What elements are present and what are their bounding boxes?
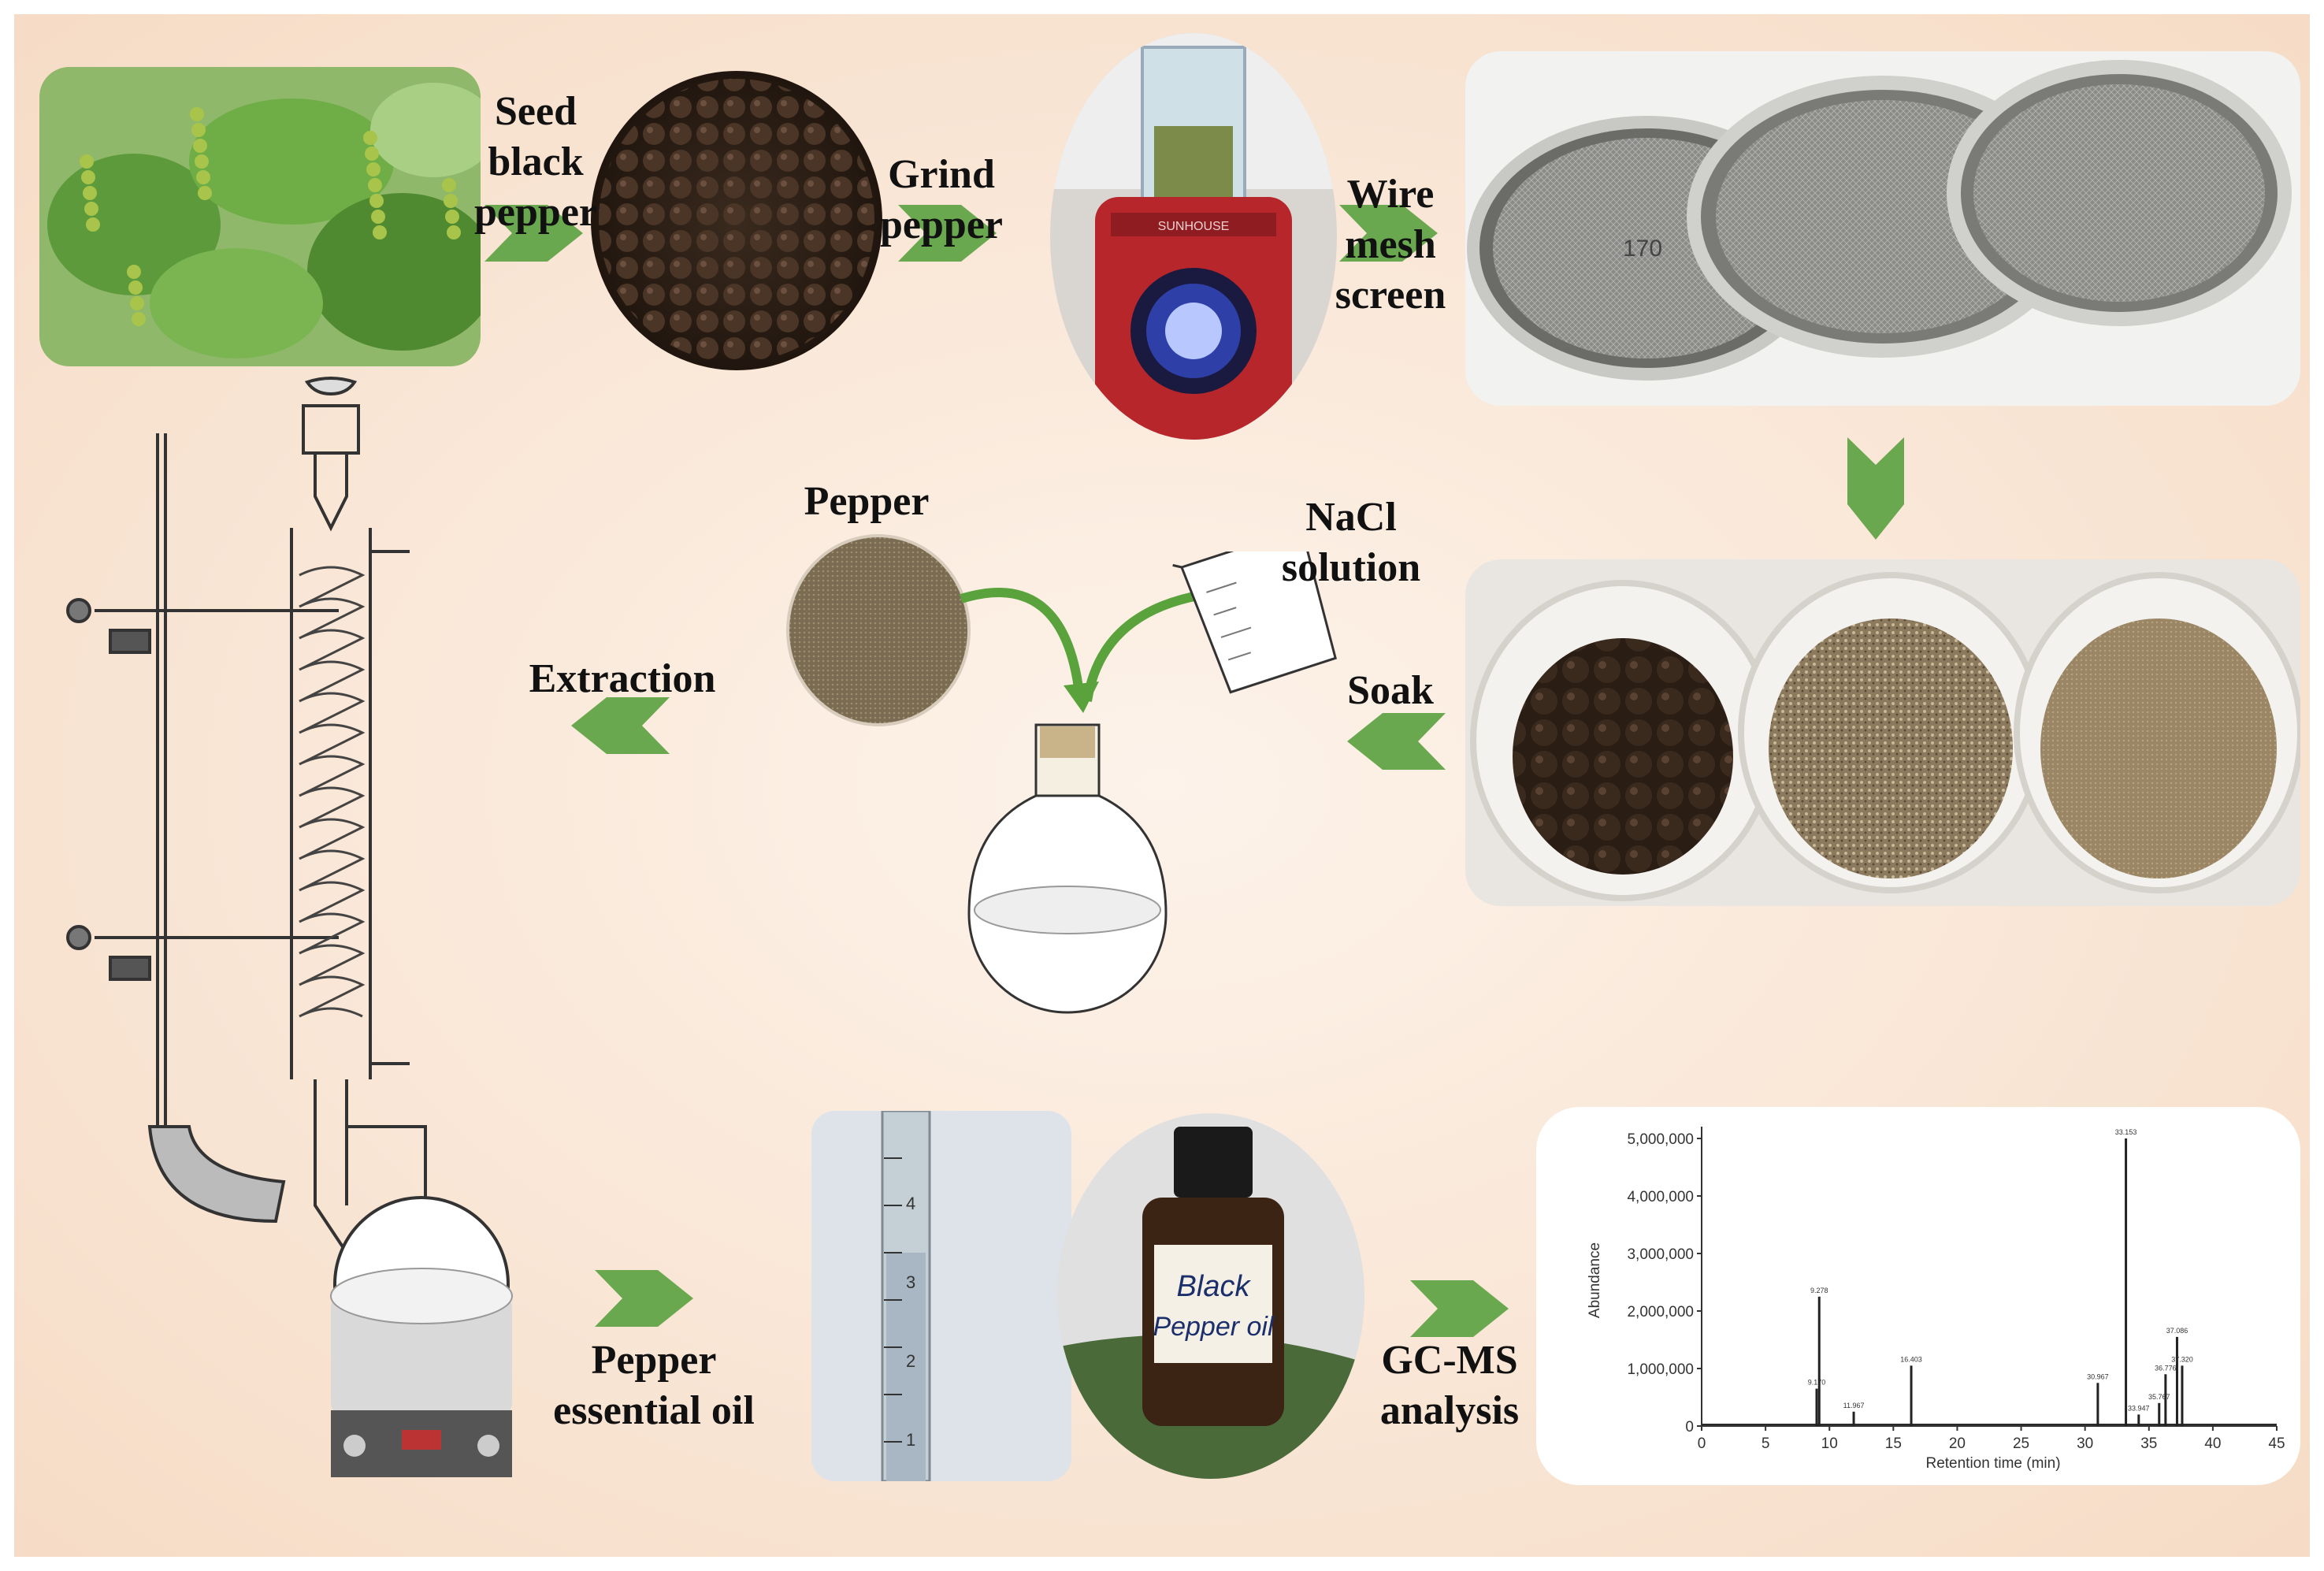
arrow-down [1847,437,1904,540]
peak-label: 37.086 [2166,1327,2188,1335]
black-pepper-seeds-photo [591,71,882,370]
arrow-right-gcms [1410,1280,1509,1337]
y-tick-label: 3,000,000 [1627,1246,1694,1263]
arrow-right-2 [898,205,997,262]
peak-label: 11.967 [1843,1402,1865,1409]
chart-axes [1701,1127,2277,1427]
cylinder-tick-3: 3 [906,1272,915,1292]
y-tick-label: 1,000,000 [1627,1361,1694,1378]
arrow-right-oil [595,1270,693,1327]
chart-peaks: 9.170 9.278 11.967 16.403 30.967 33.153 33.947… [1702,1128,2277,1426]
chart-x-ticks: 0 5 10 15 20 25 30 35 40 45 [1698,1426,2285,1452]
sieves-photo: 170 [1465,51,2300,406]
label-extraction: Extraction [529,656,716,701]
three-bowls-photo [1465,559,2300,906]
y-tick-label: 5,000,000 [1627,1131,1694,1148]
chart-y-ticks: 0 1,000,000 2,000,000 3,000,000 4,000,000 5,0… [1627,1131,1702,1435]
arrow-right-1 [484,205,583,262]
label-pepper: Pepper [804,479,930,524]
pepper-powder-circle [786,534,971,726]
peak-label: 30.967 [2087,1372,2109,1380]
pepper-plant-photo [39,67,481,366]
peak-label: 16.403 [1900,1355,1922,1363]
sieve-mark: 170 [1623,236,1662,262]
peak-label: 9.170 [1808,1379,1826,1387]
soak-flask-illustration [960,552,1338,1014]
x-tick-label: 5 [1762,1435,1770,1452]
y-tick-label: 0 [1685,1419,1694,1435]
x-tick-label: 25 [2013,1435,2029,1452]
peak-label: 33.153 [2115,1128,2137,1136]
x-tick-label: 30 [2077,1435,2093,1452]
peak-label: 35.767 [2148,1393,2170,1401]
round-flask-icon [967,723,1168,1014]
peak-label: 9.278 [1810,1287,1828,1294]
cylinder-tick-2: 2 [906,1351,915,1371]
arrow-left-soak [1347,713,1446,770]
x-tick-label: 15 [1885,1435,1902,1452]
arrow-left-extraction [571,697,670,754]
label-gcms-analysis: GC-MS analysis [1379,1338,1520,1433]
x-tick-label: 0 [1698,1435,1706,1452]
y-tick-label: 2,000,000 [1627,1304,1694,1320]
peak-label: 36.776 [2155,1364,2177,1372]
gcms-chromatogram: 0 1,000,000 2,000,000 3,000,000 4,000,000 5,0… [1536,1107,2300,1485]
label-seed-black-pepper: Seed black pepper [474,89,597,235]
peak-label: 37.320 [2171,1355,2193,1363]
bottle-label-2: Pepper oil [1153,1312,1275,1342]
x-tick-label: 40 [2204,1435,2221,1452]
label-grind-pepper: Grind pepper [880,152,1003,247]
x-tick-label: 35 [2140,1435,2157,1452]
x-tick-label: 45 [2268,1435,2285,1452]
x-tick-label: 10 [1821,1435,1838,1452]
bottle-label-1: Black [1177,1270,1252,1303]
label-pepper-essential-oil: Pepper essential oil [553,1338,755,1433]
label-nacl-solution: NaCl solution [1281,495,1421,590]
cylinder-tick-4: 4 [906,1194,915,1213]
x-tick-label: 20 [1949,1435,1966,1452]
y-tick-label: 4,000,000 [1627,1189,1694,1205]
peak-label: 33.947 [2128,1404,2150,1412]
beaker-icon [1172,552,1338,694]
grinder-photo: SUNHOUSE [1050,33,1337,440]
cylinder-tick-1: 1 [906,1430,915,1450]
label-wire-mesh-screen: Wire mesh screen [1335,172,1446,318]
oil-bottle-photo: Black Pepper oil [1057,1113,1364,1479]
clevenger-apparatus [66,377,441,1253]
arrow-right-3 [1339,205,1438,262]
heating-mantle [330,1196,513,1477]
label-soak: Soak [1347,668,1434,713]
chart-y-label: Abundance [1587,1242,1603,1318]
graduated-cylinder-photo: 1 2 3 4 [811,1111,1071,1481]
blender-brand: SUNHOUSE [1158,220,1230,233]
chart-x-label: Retention time (min) [1925,1455,2060,1472]
